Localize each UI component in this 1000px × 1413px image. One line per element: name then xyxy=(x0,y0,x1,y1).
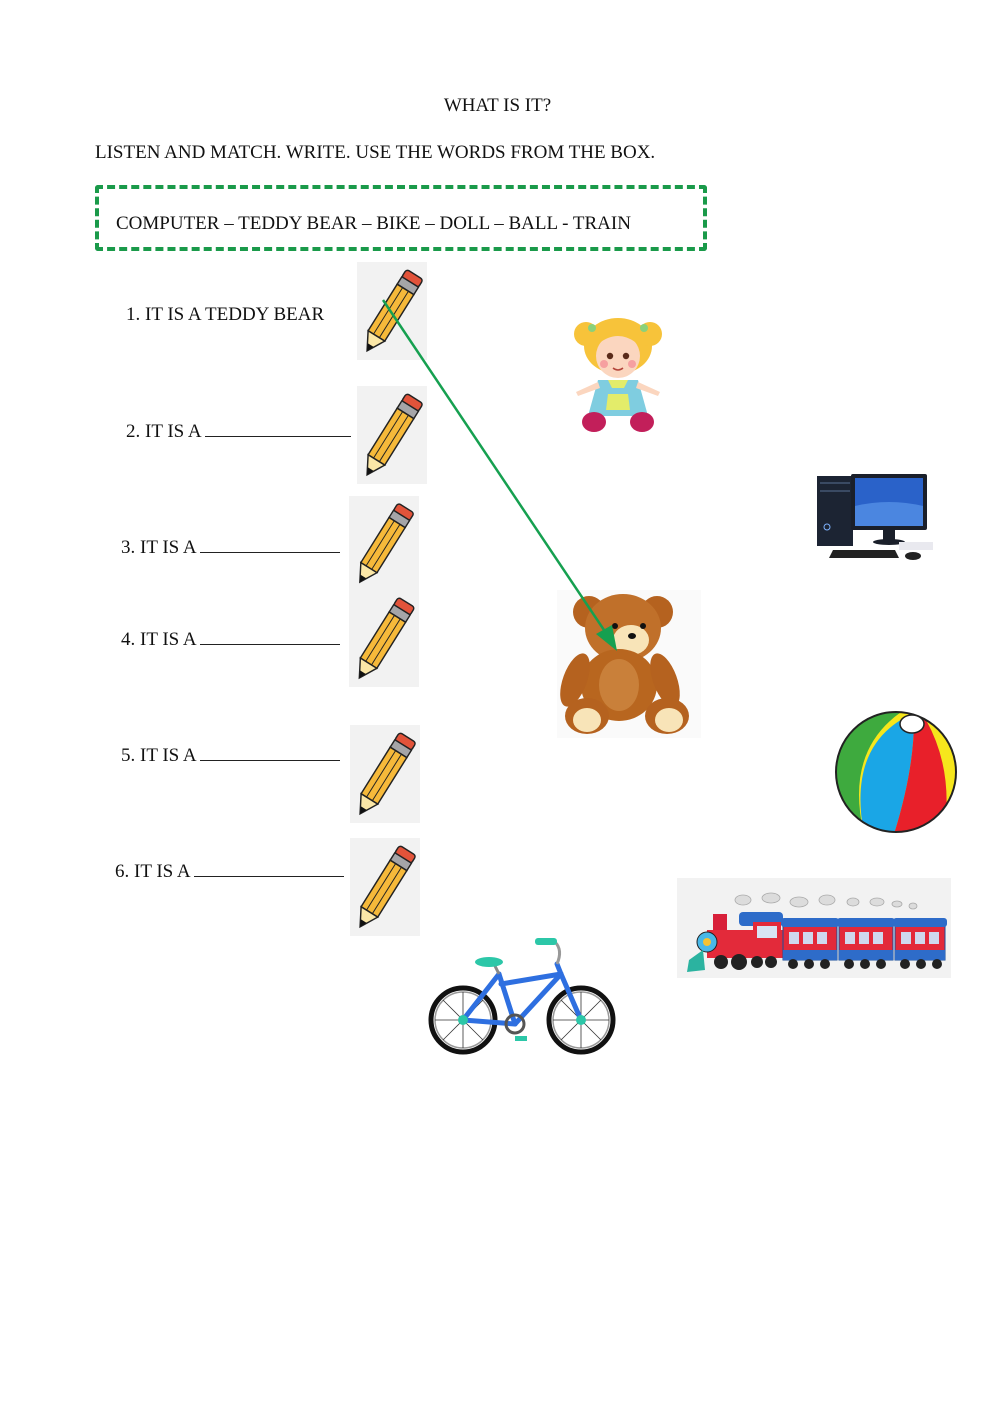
instruction-text: LISTEN AND MATCH. WRITE. USE THE WORDS F… xyxy=(95,142,656,163)
teddy-bear-picture[interactable] xyxy=(557,590,701,738)
worksheet-title: WHAT IS IT? xyxy=(443,95,552,116)
doll-picture[interactable] xyxy=(568,308,668,436)
bike-picture[interactable] xyxy=(425,930,619,1060)
answer-blank-5[interactable] xyxy=(199,744,340,761)
ball-picture[interactable] xyxy=(834,710,958,834)
item-5: 5. IT IS A xyxy=(121,744,340,767)
answer-blank-3[interactable] xyxy=(199,536,340,553)
pencil-icon xyxy=(357,386,427,484)
word-box: COMPUTER – TEDDY BEAR – BIKE – DOLL – BA… xyxy=(95,185,707,251)
answer-blank-6[interactable] xyxy=(193,860,344,877)
item-2: 2. IT IS A xyxy=(126,420,351,443)
answer-blank-4[interactable] xyxy=(199,628,340,645)
item-6: 6. IT IS A xyxy=(115,860,344,883)
word-box-text: COMPUTER – TEDDY BEAR – BIKE – DOLL – BA… xyxy=(116,213,631,234)
pencil-icon xyxy=(349,496,419,591)
pencil-icon xyxy=(357,262,427,360)
pencil-icon xyxy=(349,590,419,687)
item-3: 3. IT IS A xyxy=(121,536,340,559)
answer-1[interactable]: TEDDY BEAR xyxy=(205,304,325,325)
computer-picture[interactable] xyxy=(815,470,935,562)
answer-blank-2[interactable] xyxy=(204,420,351,437)
pencil-icon xyxy=(350,725,420,823)
item-4: 4. IT IS A xyxy=(121,628,340,651)
item-1: 1. IT IS A TEDDY BEAR xyxy=(126,304,325,325)
train-picture[interactable] xyxy=(677,878,951,978)
pencil-icon xyxy=(350,838,420,936)
